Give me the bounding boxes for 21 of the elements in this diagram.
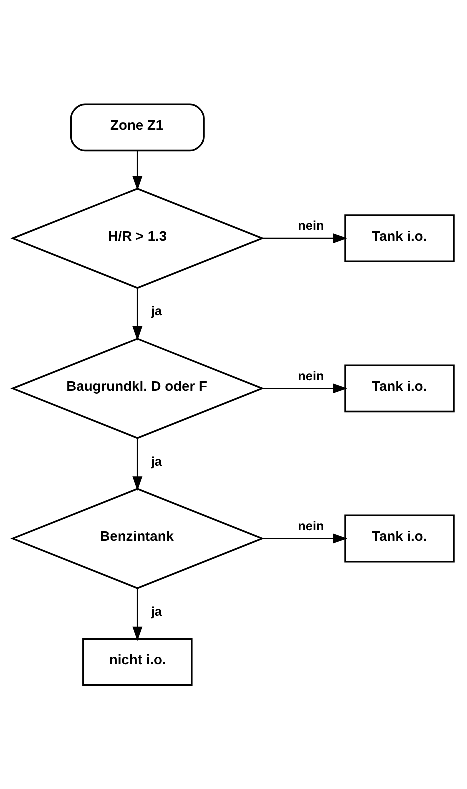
node-box: Tank i.o. [344,214,455,262]
node-box: Zone Z1 [70,103,205,152]
edge-label: nein [298,518,324,533]
arrow [132,150,143,190]
node-diamond: H/R > 1.3 [10,187,265,289]
arrow [132,588,143,641]
arrow [262,233,348,244]
arrow [132,288,143,340]
arrow [262,383,348,394]
edge-label: nein [298,218,324,233]
node-diamond: Baugrundkl. D oder F [10,338,265,439]
node-box: Tank i.o. [344,514,455,562]
edge-label: ja [152,604,162,618]
node-box: Tank i.o. [344,364,455,412]
edge-label: ja [152,454,162,468]
node-diamond: Benzintank [10,488,265,589]
node-box: nicht i.o. [82,638,193,686]
arrow [132,438,143,490]
edge-label: nein [298,368,324,383]
edge-label: ja [152,304,162,318]
arrow [262,533,348,544]
